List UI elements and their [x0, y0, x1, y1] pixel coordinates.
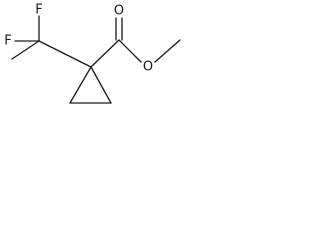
atom-label-oxygen-ester: O: [143, 60, 153, 75]
atom-label-oxygen-carbonyl: O: [114, 4, 124, 19]
bond-carbonyl-ester-o: [118, 39, 142, 63]
bond-cf2-ring: [38, 40, 92, 68]
bond-cf2-methyl: [11, 40, 40, 60]
bond-ester-methyl: [154, 39, 181, 63]
atom-label-fluorine-top: F: [35, 3, 42, 18]
bond-ring-carbonyl: [90, 39, 120, 68]
molecule-structure-diagram: F F O O: [4, 3, 181, 104]
bond-ring-right: [90, 66, 112, 104]
atom-label-fluorine-left: F: [4, 34, 11, 49]
bond-ring-left: [69, 66, 92, 104]
